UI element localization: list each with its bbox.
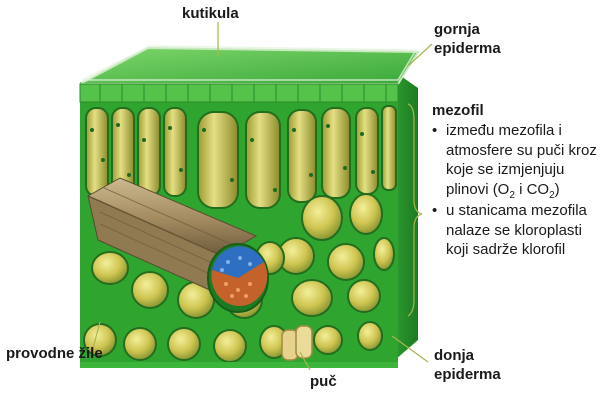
leader-lines bbox=[91, 22, 433, 371]
vascular-bundle bbox=[86, 177, 269, 313]
point-1-sub-co2: 2 bbox=[549, 189, 555, 201]
mezofil-bullet-list: • između mezofila i atmosfere su puči kro… bbox=[432, 121, 602, 262]
block-side-face bbox=[395, 72, 418, 360]
mezofil-point-1: • između mezofila i atmosfere su puči kro… bbox=[432, 121, 602, 201]
point-1-text-mid: i CO bbox=[514, 180, 550, 198]
bullet-dot: • bbox=[432, 202, 438, 219]
bullet-dot: • bbox=[432, 122, 438, 139]
label-donja-epiderma: donja epiderma bbox=[434, 346, 501, 384]
upper-epidermis bbox=[79, 83, 399, 103]
label-provodne-zile: provodne žile bbox=[6, 345, 103, 362]
point-1-text: između mezofila i atmosfere su puči kroz… bbox=[446, 122, 597, 198]
label-gornja-line1: gornja bbox=[434, 21, 480, 38]
label-puc: puč bbox=[310, 373, 337, 390]
label-donja-line1: donja bbox=[434, 347, 474, 364]
point-2-text: u stanicama mezofila nalaze se kloroplas… bbox=[446, 202, 587, 258]
label-mezofil: mezofil bbox=[432, 102, 484, 119]
palisade-cells bbox=[85, 105, 397, 209]
lower-epidermis-cells bbox=[83, 321, 383, 363]
point-1-sub-o2: 2 bbox=[509, 189, 515, 201]
mezofil-point-2: • u stanicama mezofila nalaze se kloropla… bbox=[432, 201, 602, 260]
stoma-tube bbox=[281, 325, 313, 361]
label-gornja-epiderma: gornja epiderma bbox=[434, 20, 501, 58]
cuticle-top-face bbox=[79, 46, 420, 85]
spongy-cells bbox=[91, 193, 395, 319]
label-donja-line2: epiderma bbox=[434, 366, 501, 383]
point-1-text-end: ) bbox=[554, 180, 560, 198]
chloroplast-dots bbox=[90, 123, 375, 192]
label-gornja-line2: epiderma bbox=[434, 40, 501, 57]
label-kutikula: kutikula bbox=[182, 5, 239, 22]
